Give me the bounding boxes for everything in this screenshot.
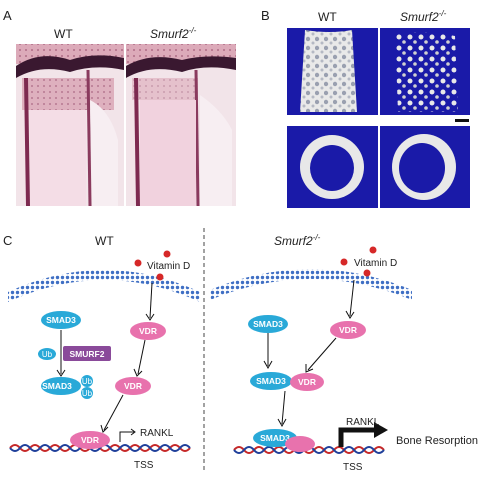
microct-cortical-ko-image [380, 126, 470, 208]
microct-trabecular-wt-image [287, 28, 378, 115]
cell-membrane-wt [8, 270, 200, 302]
panel-c-ko-header: Smurf2-/- [274, 233, 321, 248]
vdr-protein [290, 373, 324, 391]
vdr-label: VDR [339, 325, 357, 335]
microct-cortical-wt-image [287, 126, 378, 208]
arrow-vdr-down-wt [137, 339, 146, 375]
ubiquitin [38, 348, 56, 360]
smad3-protein [41, 311, 81, 329]
scale-bar [455, 119, 469, 122]
smurf2-protein [63, 346, 111, 361]
ubiquitin [81, 375, 93, 387]
vdr-protein [70, 431, 110, 449]
rankl-tss-arrow-wt [119, 431, 134, 442]
tss-label-wt: TSS [134, 460, 154, 471]
arrow-vdr-to-complex-ko [307, 337, 337, 371]
panel-b-ko-header: Smurf2-/- [400, 9, 447, 24]
smad3-label: SMAD3 [256, 376, 286, 386]
bone-resorption-label: Bone Resorption [396, 435, 478, 447]
vitamin-d-dot [134, 259, 142, 267]
vdr-protein [130, 322, 166, 340]
panel-a-wt-header: WT [54, 27, 73, 41]
ub-label: Ub [42, 350, 53, 359]
vdr-label: VDR [139, 326, 157, 336]
arrow-vdr-to-dna-wt [103, 394, 124, 431]
panel-c-wt-header: WT [95, 234, 114, 248]
panel-b-wt-header: WT [318, 10, 337, 24]
vitamin-d-dot [369, 246, 377, 254]
ub-label: Ub [82, 389, 93, 398]
vdr-label: VDR [298, 377, 316, 387]
panel-b-label: B [261, 8, 270, 23]
histology-wt-image [16, 44, 124, 207]
smad3-label: SMAD3 [253, 319, 283, 329]
arrow-vitd-to-vdr-ko [349, 279, 355, 317]
smad3-protein [250, 372, 292, 390]
vdr-protein [330, 321, 366, 339]
smad3-label: SMAD3 [260, 433, 290, 443]
vitamin-d-label-wt: Vitamin D [147, 261, 190, 272]
smurf2-label: SMURF2 [70, 349, 105, 359]
smad3-label: SMAD3 [46, 315, 76, 325]
arrow-vitd-to-vdr-wt [149, 282, 153, 319]
ub-label: Ub [82, 377, 93, 386]
smad3-ubiquitinated [41, 377, 81, 395]
rankl-tss-arrow-ko [338, 427, 376, 447]
smad3-protein [248, 315, 288, 333]
vitamin-d-dot [156, 273, 164, 281]
smad3-label: SMAD3 [42, 381, 72, 391]
vdr-protein [115, 377, 151, 395]
panel-a-label: A [3, 8, 12, 23]
tss-label-ko: TSS [343, 462, 363, 473]
rankl-label-ko: RANKL [346, 417, 380, 428]
vitamin-d-label-ko: Vitamin D [354, 258, 397, 269]
ubiquitin [81, 387, 93, 399]
rankl-label-wt: RANKL [140, 428, 174, 439]
vitamin-d-dot [163, 250, 171, 258]
microct-trabecular-ko-image [380, 28, 470, 115]
vitamin-d-dot [340, 258, 348, 266]
vdr-label: VDR [124, 381, 142, 391]
panel-c-label: C [3, 233, 12, 248]
vdr-label: VDR [81, 435, 99, 445]
cell-membrane-ko [210, 269, 412, 300]
vitamin-d-dot [363, 269, 371, 277]
dna-helix-wt [9, 444, 191, 452]
vdr-protein [285, 436, 315, 452]
arrow-complex-to-dna-ko [281, 390, 286, 425]
histology-ko-image [126, 44, 236, 207]
panel-a-ko-header: Smurf2-/- [150, 26, 197, 41]
